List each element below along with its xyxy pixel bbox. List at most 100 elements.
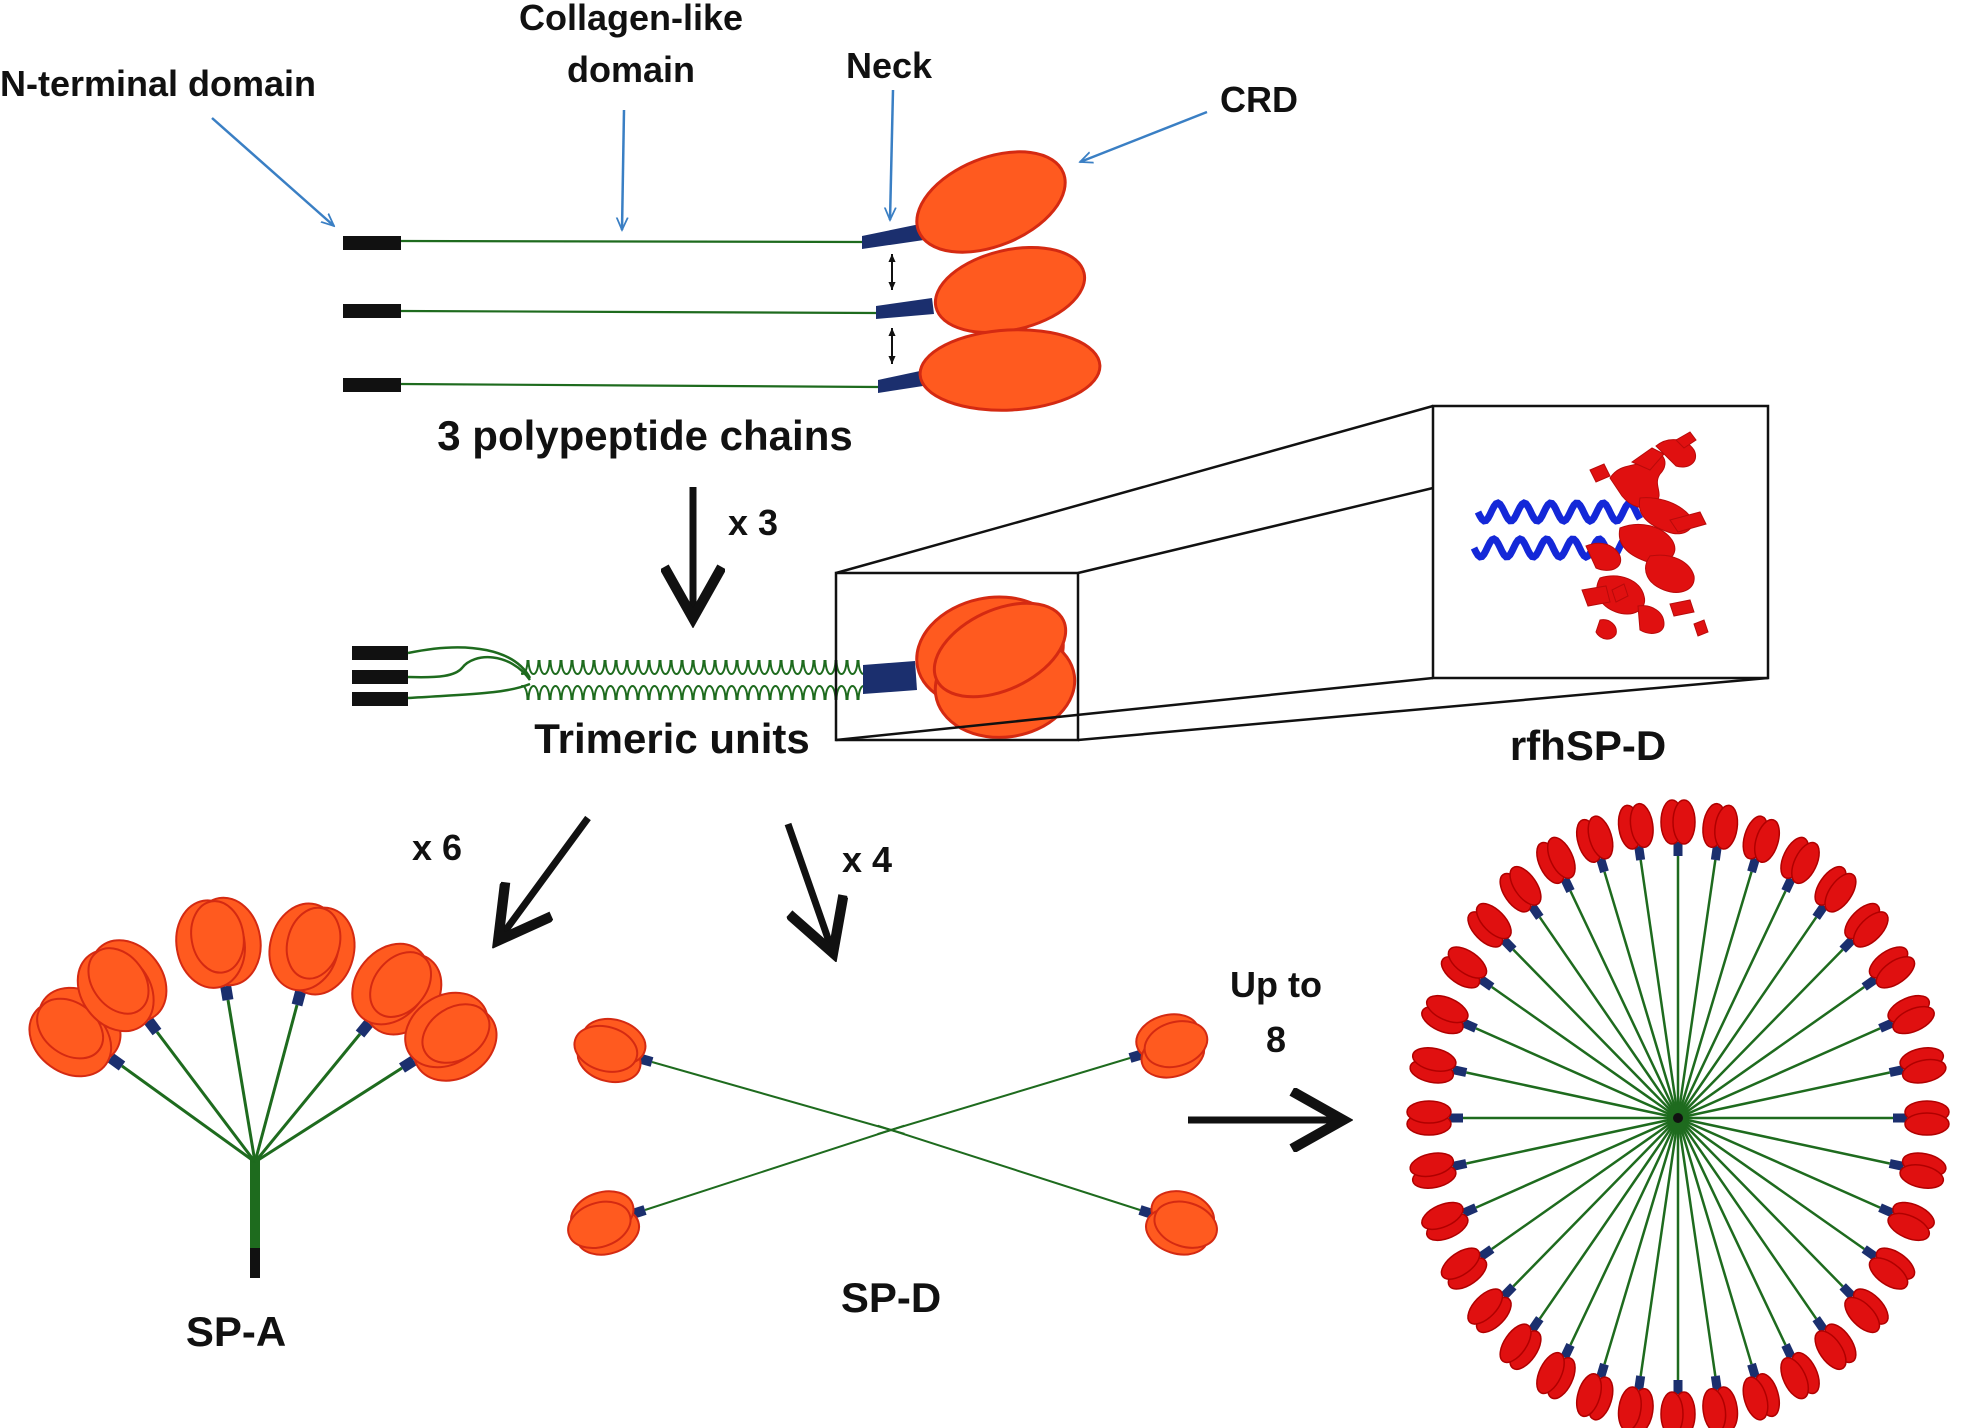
neck-domain [1477,1245,1495,1261]
crd-lobe [1143,1020,1209,1069]
neck-domain [1634,1375,1646,1391]
neck-domain [862,224,924,249]
crd-lobe [1714,804,1739,850]
multimer-arm [1677,994,1935,1120]
multimer-arm [1536,1117,1680,1400]
crd-lobe [369,951,433,1018]
crd-lobe [1901,1058,1947,1084]
n-terminal-block [343,378,401,392]
neck-domain [1500,936,1517,953]
crd-lobe [1509,865,1542,906]
collagen-stalk [1569,1117,1680,1346]
neck-domain [144,1017,162,1036]
collagen-stalk [253,1004,299,1163]
crd-lobe [1629,802,1654,849]
collagen-callout-arrow-icon [622,109,624,230]
neck-domain [1560,1342,1575,1360]
collagen-stalk [1676,1117,1787,1346]
collagen-stalk [1676,890,1787,1119]
multimer-arm [1467,902,1679,1119]
collagen-stalk [1466,1116,1679,1165]
collagen-stalk [1639,859,1680,1119]
zoom-line [1077,486,1434,575]
collagen-line [400,309,877,315]
crd-lobe [1153,1200,1218,1249]
sp-a-arm [254,991,498,1164]
crd-lobe [932,601,1068,699]
multimer-arm [1660,799,1696,1118]
crd-lobe [1852,911,1889,948]
collagen-line [400,239,863,244]
neck-label: Neck [846,45,933,86]
multimer-arm [1499,865,1680,1119]
x3-label: x 3 [728,502,778,543]
crd-ribbon [1585,542,1622,571]
neck-domain [1861,975,1879,991]
neck-domain [1812,1316,1828,1333]
neck-domain [1781,876,1796,894]
crd-domain [918,328,1102,412]
zoom-line [835,676,1434,742]
neck-domain [399,1055,417,1073]
collagen-stalk [121,1064,256,1164]
collagen-stalk [1677,948,1844,1119]
multimer-arm [1676,1117,1857,1371]
n-terminal-block [343,236,401,250]
collagen-stalk [1603,1117,1680,1365]
crd-lobe [1702,1387,1727,1428]
multimer-arm [1677,1116,1916,1290]
n-terminal-linker [407,655,532,681]
crd-callout-arrow-icon [1080,110,1208,162]
multimer-arm [1421,994,1679,1120]
multimer-arm [1677,902,1889,1119]
upto-label-line2: 8 [1266,1019,1286,1060]
neck-domain [1451,1159,1468,1171]
neck-domain [1477,975,1495,991]
crd-lobe [1753,818,1781,864]
crd-structure-ribbons [1581,431,1709,640]
collagen-stalk [877,1124,1141,1211]
alpha-helix-ribbons [1470,499,1644,561]
crd-ribbon [1637,605,1665,634]
n-terminal-label: N-terminal domain [0,63,316,104]
crd-lobe [1546,836,1576,879]
multimer-arm [1677,1116,1935,1242]
collagen-stalk [253,1033,362,1163]
neck-domain [1500,1283,1517,1300]
multimer-arm [1676,1117,1781,1421]
n-terminal-block [352,692,408,706]
neck-domain [1878,1018,1895,1033]
n-terminal-callout-arrow-icon [211,117,334,226]
x6-label: x 6 [412,827,462,868]
collagen-stalk [1676,859,1717,1119]
neck-domain [1878,1203,1895,1218]
collagen-stalk [1491,985,1679,1120]
crd-lobe [1892,1005,1935,1035]
collagen-stalk [1538,1117,1680,1320]
multimer-arm [1406,1100,1678,1136]
neck-domain [107,1053,126,1071]
sp-d-multimer-star [1406,799,1950,1428]
crd-lobe [1780,1357,1810,1400]
collagen-label-line1: Collagen-like [519,0,743,38]
crd-domain [915,150,1067,254]
collagen-stalk [651,1061,905,1135]
crd-lobe [1868,1257,1909,1290]
zoom-source-box [834,571,1080,742]
sp-a-label: SP-A [186,1308,286,1355]
zoom-frustum [834,404,1769,742]
multimer-arm [1409,1047,1679,1120]
collagen-stalk [1677,1116,1865,1251]
crd-lobe [573,1024,639,1073]
crd-lobe [1440,1247,1481,1280]
collagen-stalk [644,1124,905,1211]
crd-lobe [1536,1351,1565,1395]
crd-ribbon [1611,583,1629,603]
neck-domain [1812,903,1828,920]
neck-domain [1560,876,1575,894]
x4-flow-arrow-icon [784,822,832,950]
collagen-stalk [1475,1116,1679,1209]
neck-domain [1861,1245,1879,1261]
multimer-arm [1575,1117,1680,1421]
sp-a-bouquet [28,896,498,1278]
